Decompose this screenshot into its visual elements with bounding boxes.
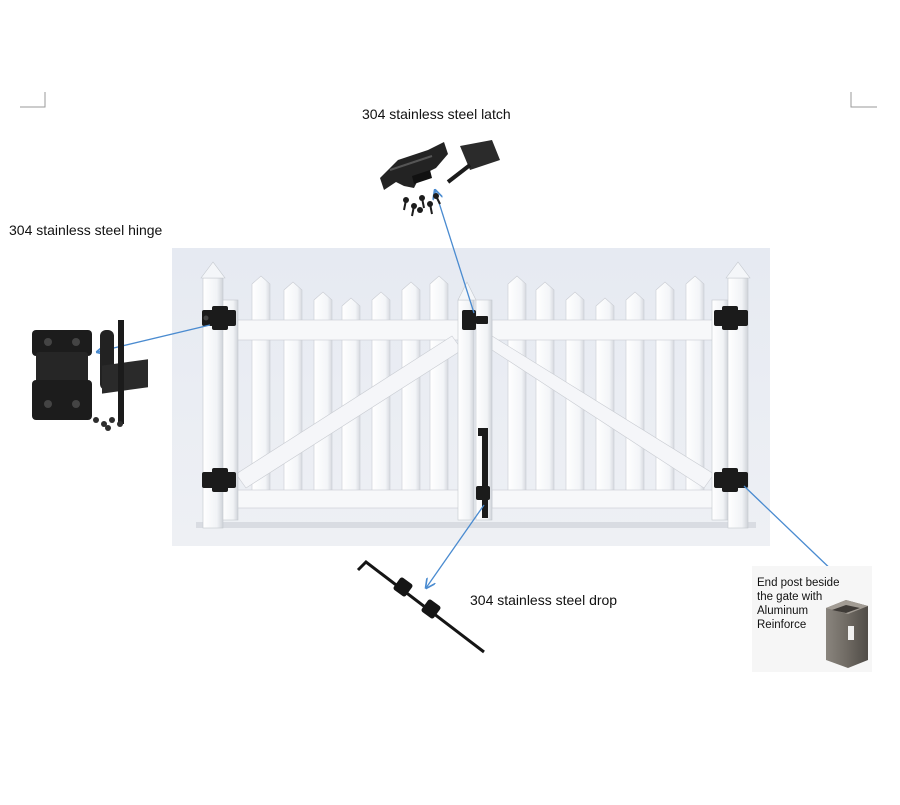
stile-left-inner xyxy=(457,299,475,521)
picket-left-3 xyxy=(313,291,333,501)
label-hinge: 304 stainless steel hinge xyxy=(9,222,163,238)
ground-shadow xyxy=(196,522,756,528)
rail-bottom-right xyxy=(491,489,715,509)
hinge-lower-right xyxy=(714,468,748,492)
hinge-lower-left xyxy=(202,468,236,492)
hinge-hardware-icon xyxy=(32,320,148,431)
drop-rod-icon xyxy=(356,560,485,654)
end-post-left-cap xyxy=(200,261,226,279)
arrow-hinge xyxy=(97,324,211,352)
label-end-post-line-2: the gate with xyxy=(757,591,823,603)
picket-right-5 xyxy=(625,291,645,501)
page-corner-marks xyxy=(20,92,877,108)
rail-bottom-left xyxy=(235,489,461,509)
drop-rod-on-gate xyxy=(476,428,490,518)
picket-right-4 xyxy=(595,297,615,501)
label-end-post-line-4: Reinforce xyxy=(757,619,807,631)
picket-right-2 xyxy=(535,281,555,501)
label-end-post-line-1: End post beside xyxy=(757,577,840,589)
picket-gate-fence xyxy=(200,261,751,529)
label-end-post: End post beside the gate with Aluminum R… xyxy=(757,576,857,632)
hinge-upper-right xyxy=(714,306,748,330)
center-latch xyxy=(462,310,488,330)
callout-arrows xyxy=(97,190,838,588)
rail-top-right xyxy=(491,319,715,341)
picket-left-2 xyxy=(283,281,303,501)
rail-top-left xyxy=(235,319,461,341)
label-drop: 304 stainless steel drop xyxy=(470,592,618,608)
arrow-latch xyxy=(435,190,475,314)
hinge-upper-left xyxy=(202,306,236,330)
label-latch: 304 stainless steel latch xyxy=(362,106,511,122)
label-end-post-line-3: Aluminum xyxy=(757,605,809,617)
picket-right-1 xyxy=(507,275,527,501)
picket-right-6 xyxy=(655,281,675,501)
latch-hardware-icon xyxy=(380,140,500,217)
end-post-right-cap xyxy=(725,261,751,279)
arrow-end-post xyxy=(743,485,838,576)
picket-left-7 xyxy=(429,275,449,501)
picket-left-6 xyxy=(401,281,421,501)
aluminum-post-insert-icon xyxy=(752,566,872,672)
arrow-drop xyxy=(426,504,485,588)
